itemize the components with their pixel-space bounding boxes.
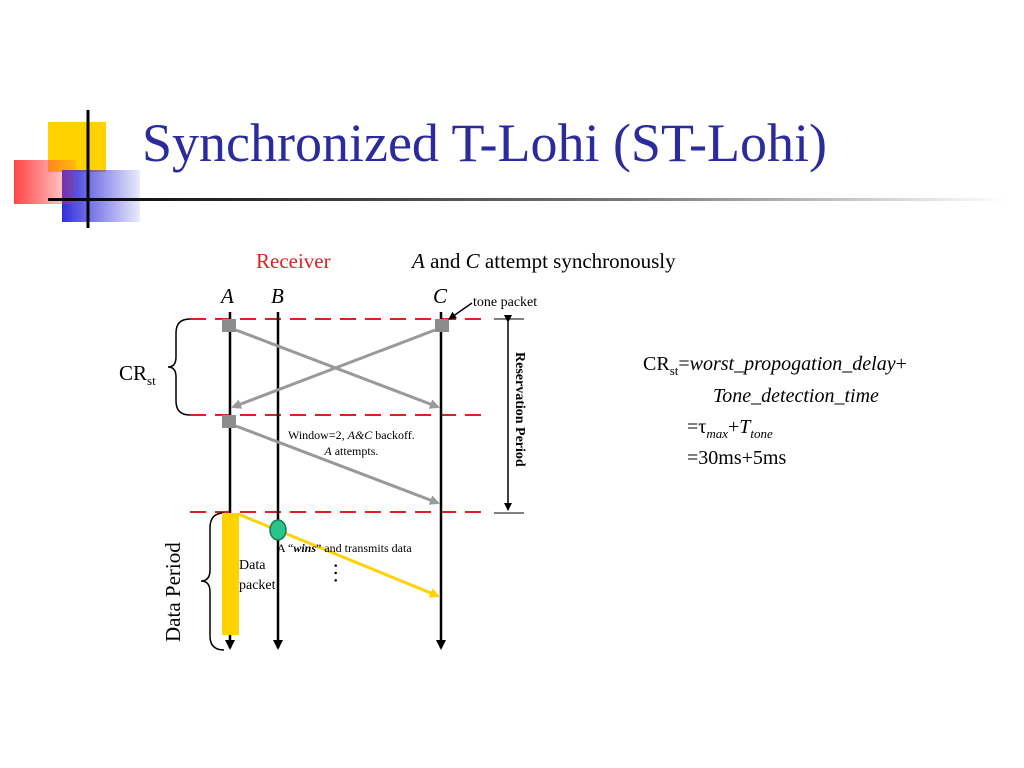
formula-worst-delay: worst_propogation_delay <box>689 353 896 375</box>
data-packet-bar <box>222 513 239 635</box>
attempt-header-a: A <box>412 249 425 273</box>
window-note: Window=2, A&C backoff.A attempts. <box>288 427 415 459</box>
attempt-header-rest: attempt synchronously <box>479 249 676 273</box>
formula-line4: =30ms+5ms <box>687 447 787 469</box>
formula-cr-sub: st <box>669 363 679 378</box>
tone-packet-c-slot1 <box>435 319 449 332</box>
tone-packet-a-slot1 <box>222 319 236 332</box>
formula-line1: CRst=worst_propogation_delay+ <box>643 353 907 379</box>
attempt-header: A and C attempt synchronously <box>412 249 676 274</box>
window-note-a: A <box>324 444 332 458</box>
data-packet-line2: packet <box>239 578 276 593</box>
wins-note-bold: wins <box>293 541 317 555</box>
window-note-line1: Window=2, A&C backoff. <box>288 427 415 443</box>
data-packet-line1: Data <box>239 558 266 573</box>
tone-arrow-a-slot2 <box>235 424 440 505</box>
title-underline <box>48 198 1008 201</box>
wins-note-post: ” and transmits data <box>316 541 412 555</box>
attempt-header-c: C <box>465 249 480 273</box>
formula-plus2: + <box>728 416 740 438</box>
wins-note: A “wins” and transmits data <box>277 541 412 556</box>
formula-t: T <box>739 416 751 438</box>
tone-packet-label: tone packet <box>473 295 538 310</box>
reservation-period-label: Reservation Period <box>512 352 527 467</box>
window-note-ac: A&C <box>347 428 373 442</box>
tone-arrow-c-to-a <box>231 328 436 409</box>
formula-max-sub: max <box>706 426 728 441</box>
data-period-label: Data Period <box>161 542 185 642</box>
formula-tone-sub: tone <box>750 426 773 441</box>
formula-line3: =τmax+Ttone <box>687 416 773 442</box>
window-note-line2: A attempts. <box>288 443 415 459</box>
decorative-logo <box>14 110 1008 228</box>
window-note-pre: Window=2, <box>288 428 348 442</box>
cr-st-base: CR <box>119 361 148 385</box>
wins-note-pre: A “ <box>277 541 294 555</box>
data-period-brace <box>200 512 225 651</box>
cr-st-sub: st <box>147 373 156 389</box>
data-packet-label: Data packet <box>239 556 276 596</box>
tone-packet-a-slot2 <box>222 415 236 428</box>
window-note-line2-post: attempts. <box>331 444 379 458</box>
formula-cr: CR <box>643 353 670 375</box>
page-title: Synchronized T-Lohi (ST-Lohi) <box>142 113 827 173</box>
node-c-label: C <box>433 284 448 308</box>
node-a-label: A <box>221 284 234 308</box>
cr-st-label: CRst <box>119 361 156 389</box>
cr-st-brace <box>167 318 191 416</box>
formula-plus1: + <box>895 353 907 375</box>
formula-line2: Tone_detection_time <box>713 385 879 407</box>
ellipsis: … <box>317 562 342 584</box>
node-b-label: B <box>271 284 284 308</box>
formula-eq2: =τ <box>687 416 707 438</box>
window-note-post: backoff. <box>372 428 415 442</box>
red-block <box>14 160 76 204</box>
attempt-header-and: and <box>424 249 466 273</box>
formula-eq1: = <box>678 353 690 375</box>
receiver-label: Receiver <box>256 249 331 273</box>
winner-dot <box>269 519 287 541</box>
tone-packet-pointer <box>448 302 473 320</box>
